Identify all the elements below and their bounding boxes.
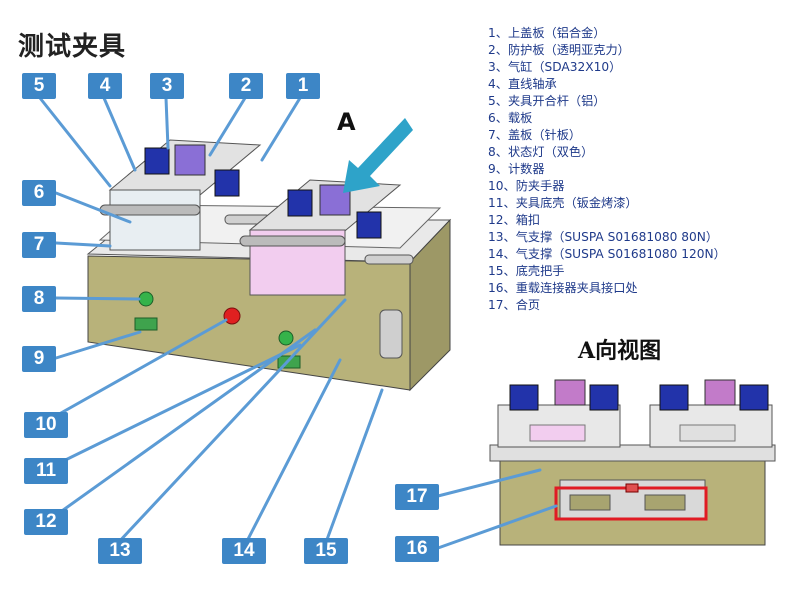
status-light-icon	[138, 291, 154, 307]
parts-list-item: 6、载板	[488, 111, 533, 125]
parts-list-item: 9、计数器	[488, 162, 545, 176]
callout-2: 2	[229, 73, 263, 99]
leader-line	[54, 296, 141, 301]
leader-line	[50, 328, 317, 520]
base-side-panel	[409, 218, 451, 392]
leader-line	[43, 318, 228, 424]
parts-list-item: 16、重载连接器夹具接口处	[488, 281, 638, 295]
parts-list: 1、上盖板（铝合金） 2、防护板（透明亚克力） 3、气缸（SDA32X10） 4…	[488, 25, 726, 314]
anti-pinch-button-icon	[223, 307, 241, 325]
callout-1: 1	[286, 73, 320, 99]
callout-12: 12	[24, 509, 68, 535]
leader-line	[54, 330, 142, 360]
a-view-illustration	[489, 379, 776, 546]
callout-4: 4	[88, 73, 122, 99]
leader-line	[54, 191, 132, 224]
parts-list-item: 14、气支撑（SUSPA S01681080 120N）	[488, 247, 726, 261]
parts-list-item: 2、防护板（透明亚克力）	[488, 43, 630, 57]
parts-list-item: 5、夹具开合杆（铝）	[488, 94, 606, 108]
page-title: 测试夹具	[18, 32, 127, 62]
left-fixture-module	[99, 139, 271, 251]
callout-8: 8	[22, 286, 56, 312]
callout-10: 10	[24, 412, 68, 438]
callout-5: 5	[22, 73, 56, 99]
callout-9: 9	[22, 346, 56, 372]
callout-3: 3	[150, 73, 184, 99]
view-arrow-label: A	[337, 108, 356, 136]
parts-list-item: 17、合页	[488, 298, 541, 312]
leader-line	[114, 298, 347, 547]
leader-line	[43, 343, 302, 472]
callout-15: 15	[304, 538, 348, 564]
leader-line	[164, 96, 170, 150]
a-view-title: A向视图	[578, 338, 662, 364]
parts-list-item: 1、上盖板（铝合金）	[488, 26, 606, 40]
callout-13: 13	[98, 538, 142, 564]
parts-list-item: 12、箱扣	[488, 213, 541, 227]
handle-icon	[379, 309, 403, 359]
leader-line	[260, 96, 302, 162]
leader-line	[436, 468, 542, 498]
parts-list-item: 15、底壳把手	[488, 264, 565, 278]
leader-line	[102, 96, 137, 172]
callout-16: 16	[395, 536, 439, 562]
leader-line	[38, 96, 112, 188]
status-light-icon	[278, 330, 294, 346]
callout-17: 17	[395, 484, 439, 510]
parts-list-item: 8、状态灯（双色）	[488, 145, 594, 159]
callout-11: 11	[24, 458, 68, 484]
view-direction-arrow-icon	[343, 118, 413, 193]
parts-list-item: 7、盖板（针板）	[488, 128, 582, 142]
callout-7: 7	[22, 232, 56, 258]
callout-14: 14	[222, 538, 266, 564]
leader-line	[208, 96, 247, 157]
leader-line	[243, 358, 342, 547]
parts-list-item: 11、夹具底壳（钣金烤漆）	[488, 196, 638, 210]
parts-list-item: 10、防夹手器	[488, 179, 565, 193]
leader-line	[54, 241, 112, 248]
counter-icon	[134, 317, 158, 331]
callout-6: 6	[22, 180, 56, 206]
parts-list-item: 4、直线轴承	[488, 77, 557, 91]
parts-list-item: 3、气缸（SDA32X10）	[488, 60, 622, 74]
parts-list-item: 13、气支撑（SUSPA S01681080 80N）	[488, 230, 719, 244]
leader-line	[436, 504, 558, 550]
right-fixture-module	[239, 179, 414, 296]
leader-line	[323, 388, 384, 547]
